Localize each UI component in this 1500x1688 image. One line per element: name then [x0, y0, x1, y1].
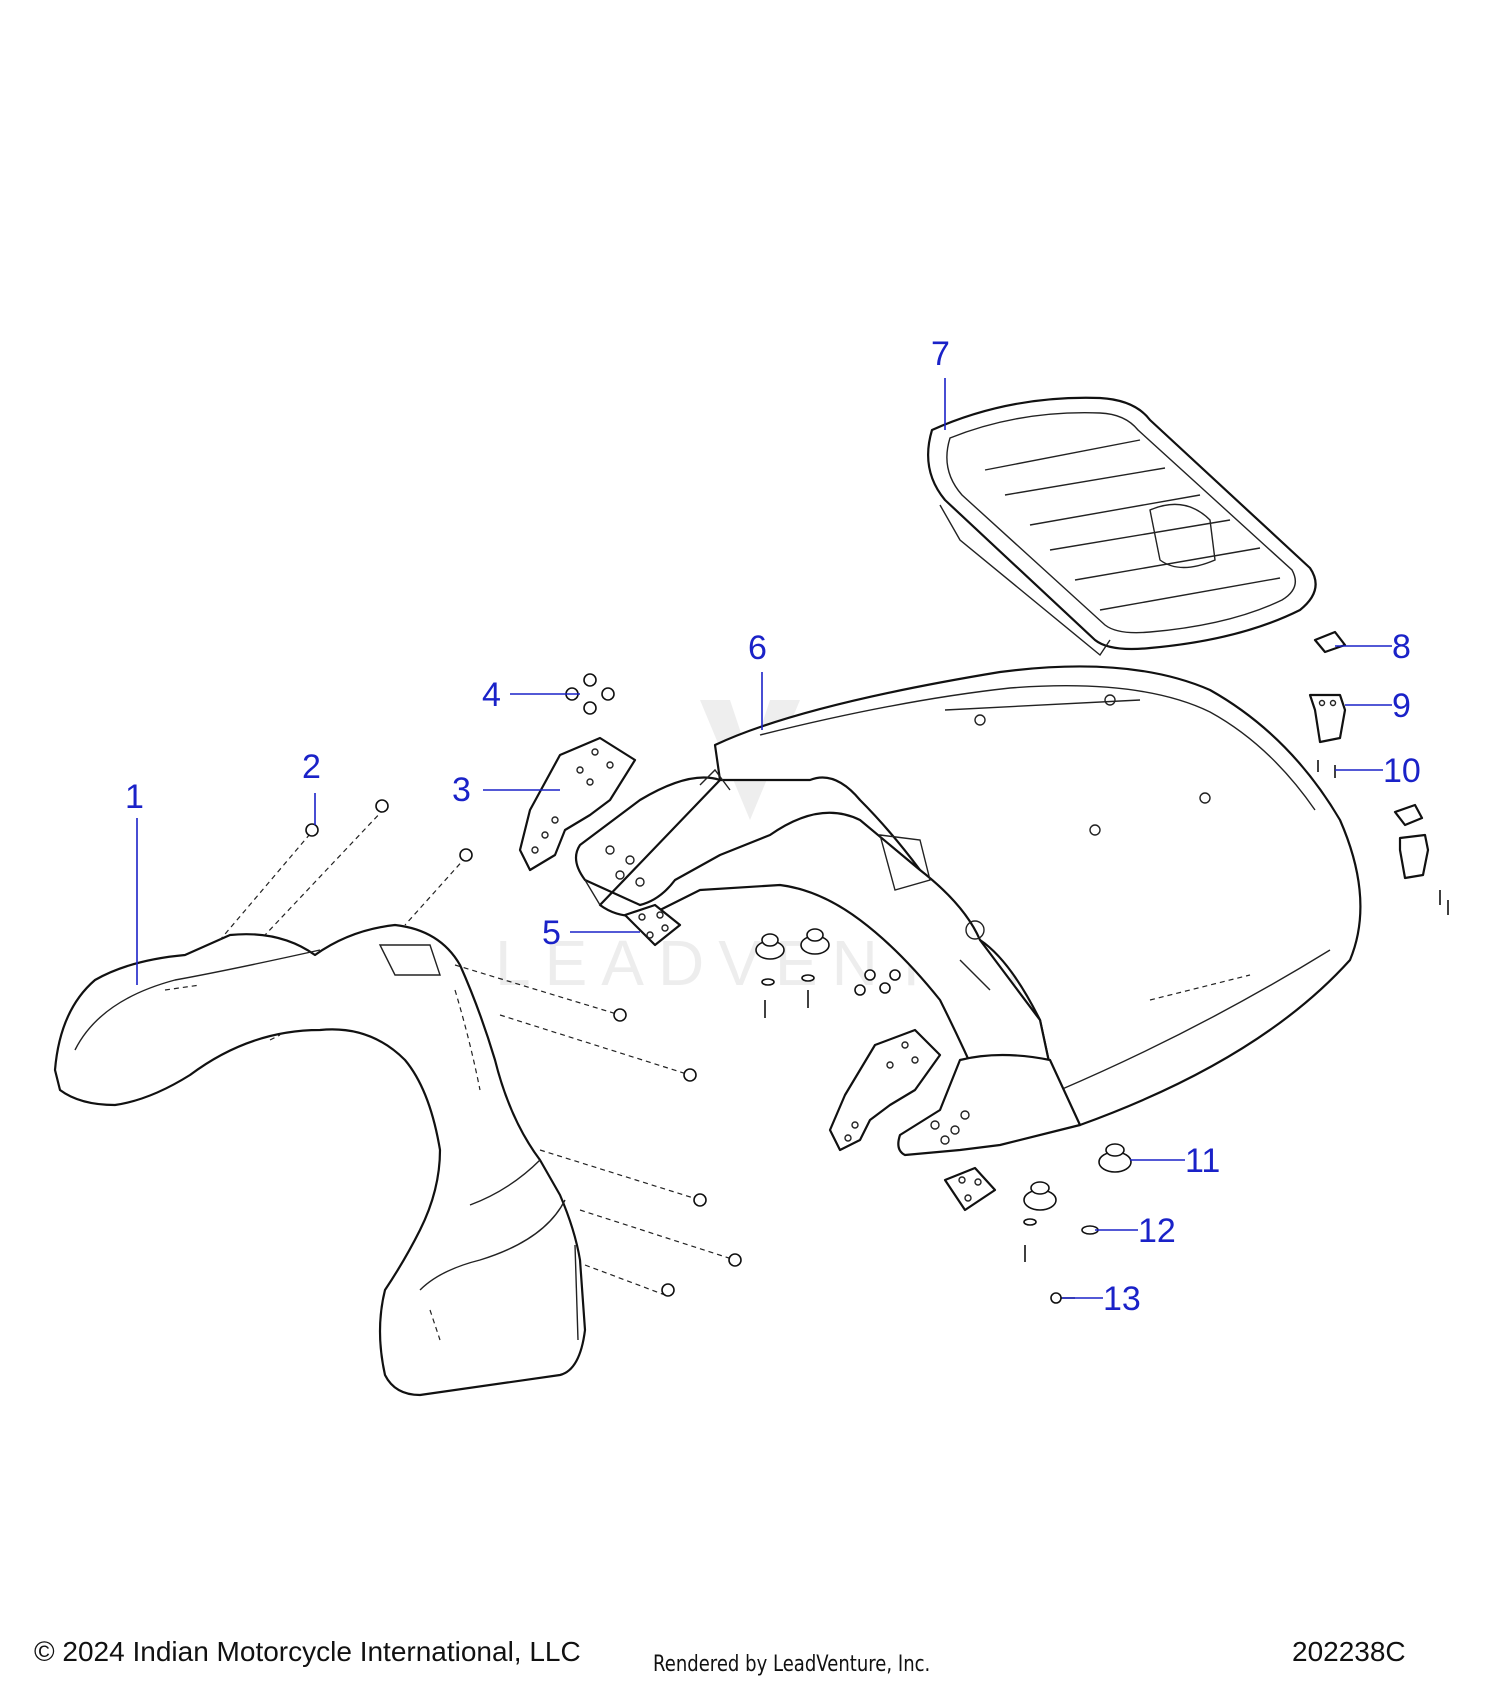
- callout-11[interactable]: 11: [1185, 1142, 1220, 1180]
- hinge-bracket[interactable]: [518, 736, 637, 872]
- nut-cluster[interactable]: [565, 673, 615, 715]
- callout-4[interactable]: 4: [482, 676, 501, 714]
- luggage-rack[interactable]: [927, 396, 1317, 657]
- grommet-hardware[interactable]: [755, 928, 1132, 1304]
- hinge-bracket-lower[interactable]: [828, 1028, 942, 1152]
- leader-lines: [136, 378, 1392, 1299]
- callout-13[interactable]: 13: [1103, 1280, 1141, 1318]
- diagram-id: 202238C: [1292, 1636, 1406, 1667]
- trunk-lid-shell[interactable]: [53, 923, 587, 1397]
- callout-8[interactable]: 8: [1392, 628, 1411, 666]
- callout-10[interactable]: 10: [1383, 752, 1421, 790]
- callouts: 1 2 3 4 5 6 7 8 9 10 11 12 13: [125, 335, 1421, 1318]
- callout-9[interactable]: 9: [1392, 687, 1411, 725]
- screw-hardware[interactable]: [305, 799, 742, 1297]
- backing-plate[interactable]: [623, 903, 682, 947]
- trunk-bottom[interactable]: [574, 665, 1362, 1157]
- backing-plate-lower[interactable]: [943, 1166, 997, 1212]
- rack-mount-hardware[interactable]: [1308, 630, 1449, 915]
- callout-3[interactable]: 3: [452, 771, 471, 809]
- callout-12[interactable]: 12: [1138, 1212, 1176, 1250]
- callout-2[interactable]: 2: [302, 748, 321, 786]
- rendered-by-text: Rendered by LeadVenture, Inc.: [653, 1652, 931, 1677]
- callout-6[interactable]: 6: [748, 629, 767, 667]
- callout-5[interactable]: 5: [542, 914, 561, 952]
- callout-1[interactable]: 1: [125, 778, 144, 816]
- callout-7[interactable]: 7: [931, 335, 950, 373]
- copyright-text: © 2024 Indian Motorcycle International, …: [34, 1636, 581, 1667]
- alignment-lines: [219, 808, 736, 1296]
